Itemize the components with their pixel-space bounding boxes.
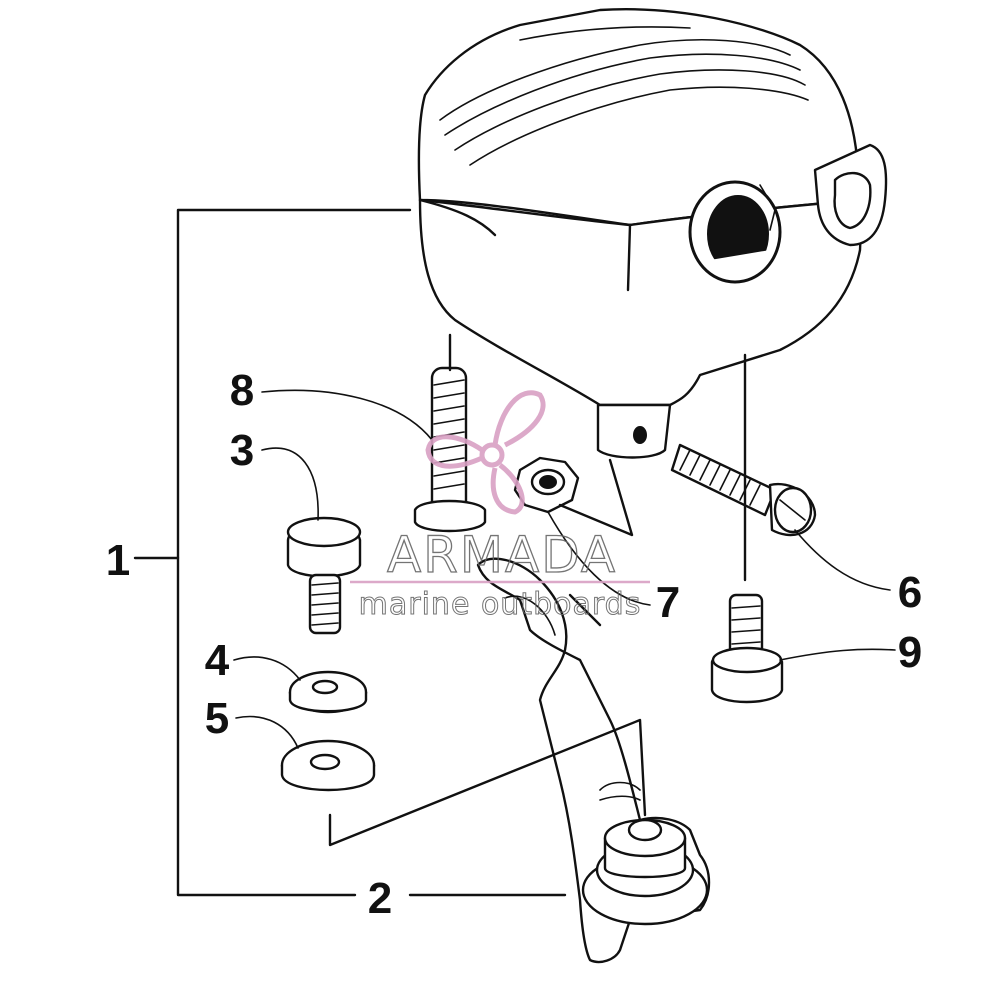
propeller-logo-icon: [425, 390, 546, 515]
lever-part-2: [476, 557, 711, 964]
bracket-lines: [133, 208, 896, 897]
callout-labels: 1 2 3 4 5 6 7 8 9: [106, 366, 922, 923]
callout-9: 9: [898, 628, 922, 677]
callout-7: 7: [656, 578, 680, 627]
washer-part-5: [280, 739, 376, 792]
watermark-subtitle: marine outboards: [359, 587, 642, 622]
watermark: ARMADA marine outboards: [350, 390, 650, 623]
callout-1: 1: [106, 536, 130, 585]
bolt-part-8: [413, 366, 487, 533]
screw-part-3: [286, 516, 362, 635]
callout-5: 5: [205, 694, 229, 743]
callout-3: 3: [230, 426, 254, 475]
bolt-part-9: [710, 593, 784, 704]
nut-part-7: [513, 456, 580, 514]
washer-part-4: [288, 670, 368, 714]
callout-4: 4: [205, 636, 230, 685]
callout-6: 6: [898, 568, 922, 617]
callout-2: 2: [368, 874, 392, 923]
callout-8: 8: [230, 366, 254, 415]
watermark-title: ARMADA: [387, 526, 617, 584]
housing-part-1: [417, 8, 888, 459]
bolt-part-6: [670, 443, 817, 537]
